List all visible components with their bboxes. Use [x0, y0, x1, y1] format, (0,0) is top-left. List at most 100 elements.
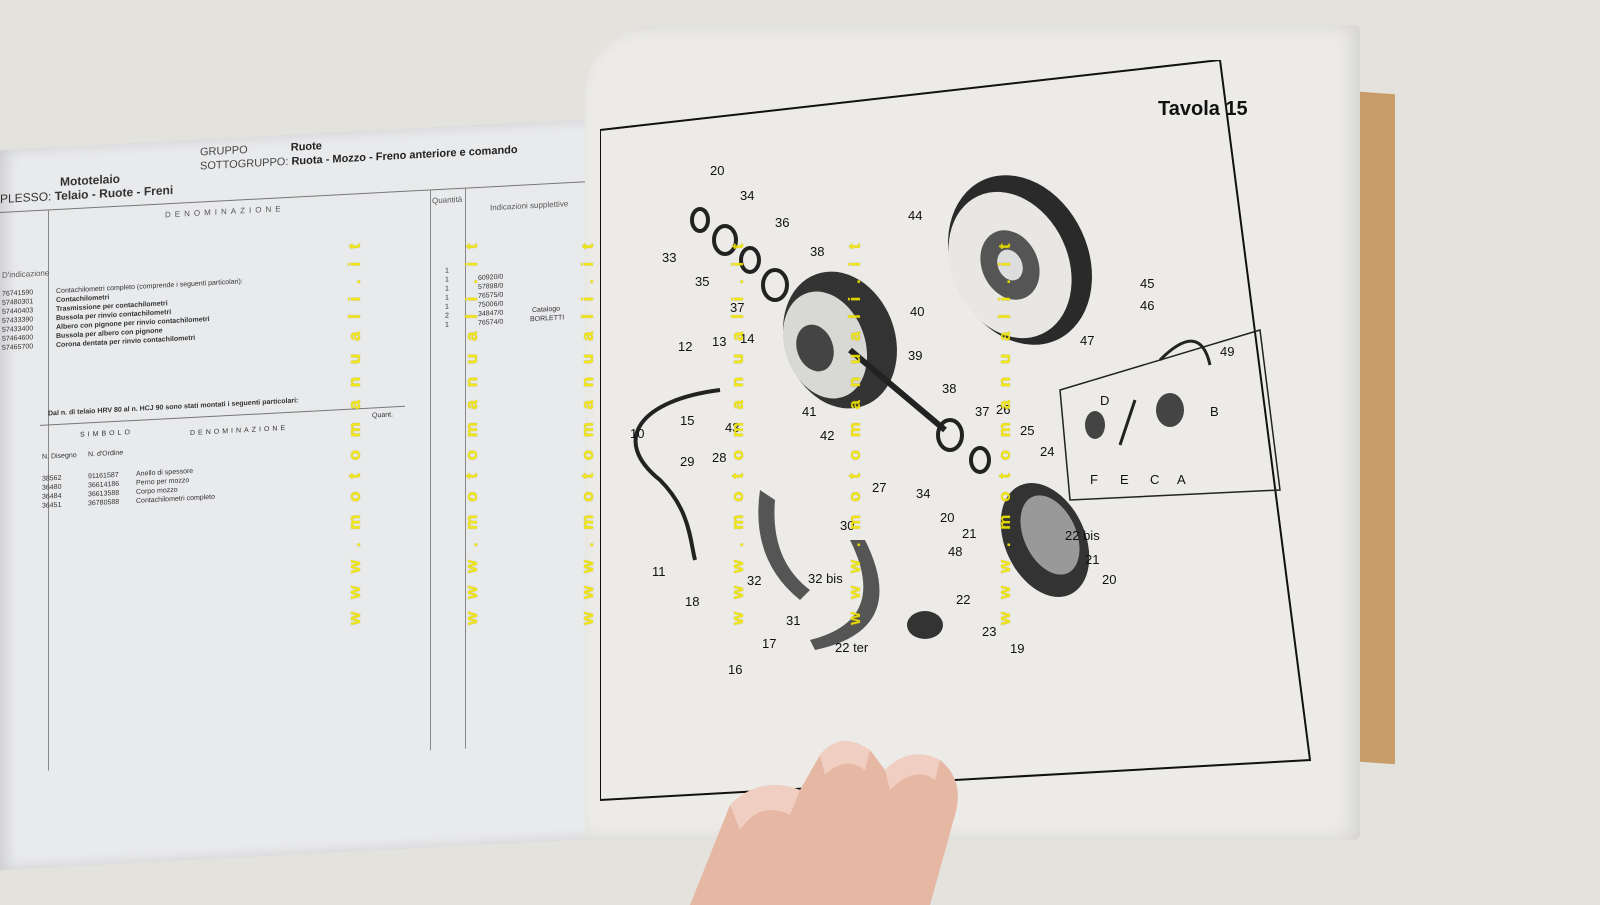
sottogruppo-label: SOTTOGRUPPO:	[200, 155, 289, 173]
part-label: 22 ter	[835, 640, 869, 655]
plate-title: Tavola 15	[1158, 98, 1248, 120]
part-quantity: 1	[445, 294, 449, 302]
sub-col-simbolo: SIMBOLO	[80, 429, 133, 439]
part-description: Contachilometri	[56, 294, 110, 305]
part-quantity: 1	[445, 321, 449, 329]
part-label: 40	[910, 304, 924, 319]
part-label: 34	[916, 486, 930, 501]
watermark: w w w . m o t o m a n u a l i . i t	[995, 239, 1014, 625]
complesso-label: PLESSO:	[0, 189, 52, 206]
part-quantity: 2	[445, 312, 449, 320]
sub-drawing-number: 36451	[42, 501, 62, 510]
part-label: 47	[1080, 333, 1094, 348]
sub-description: Perno per mozzo	[136, 477, 190, 487]
watermark: w w w . m o t o m a n u a l i . i t	[578, 239, 597, 625]
part-quantity: 1	[445, 303, 449, 311]
part-label: 32 bis	[808, 571, 843, 586]
bearings	[690, 207, 991, 474]
part-label: 37	[730, 300, 744, 315]
part-label: 33	[662, 250, 676, 265]
part-label: D	[1100, 393, 1109, 408]
brake-plate	[1000, 483, 1090, 597]
part-label: 26	[996, 402, 1010, 417]
col-quantita: Quantità	[432, 194, 463, 206]
part-label: 14	[740, 331, 754, 346]
watermark: w w w . m o t o m a n u a l i . i t	[345, 239, 364, 625]
part-label: A	[1177, 472, 1186, 487]
part-quantity: 1	[445, 267, 449, 275]
part-label: F	[1090, 472, 1098, 487]
part-label: C	[1150, 472, 1159, 487]
part-label: 16	[728, 662, 742, 677]
part-label: 21	[962, 526, 976, 541]
watermark: w w w . m o t o m a n u a l i . i t	[728, 239, 747, 625]
axle	[848, 347, 947, 433]
hub-drum	[782, 271, 897, 409]
part-label: 13	[712, 334, 726, 349]
right-page-illustration	[585, 25, 1360, 840]
left-page-header: Mototelaio PLESSO: Telaio - Ruote - Fren…	[0, 118, 610, 206]
part-label: 38	[810, 244, 824, 259]
part-quantity: 1	[445, 285, 449, 293]
part-label: 29	[680, 454, 694, 469]
part-label: 28	[712, 450, 726, 465]
brake-shoe-lower	[810, 540, 880, 650]
wheel-rim	[948, 175, 1092, 345]
brake-shoe-upper	[758, 490, 810, 600]
col-indicazione: D'indicazione	[2, 268, 50, 280]
part-code: 57433400	[2, 325, 34, 334]
catalog-note: Catalogo	[532, 305, 561, 315]
part-label: 42	[820, 428, 834, 443]
part-label: 36	[775, 215, 789, 230]
part-label: 32	[747, 573, 761, 588]
sub-description: Corpo mozzo	[136, 486, 178, 496]
sub-drawing-number: 36480	[42, 483, 62, 492]
sub-order-number: 91161587	[88, 471, 119, 481]
part-label: 22 bis	[1065, 528, 1100, 543]
sub-order-number: 36613588	[88, 489, 120, 499]
part-label: 17	[762, 636, 776, 651]
brake-cable	[633, 388, 721, 561]
hand	[690, 741, 958, 905]
part-label: 23	[982, 624, 996, 639]
left-page-parts-list: Mototelaio PLESSO: Telaio - Ruote - Fren…	[0, 118, 610, 871]
watermark: w w w . m o t o m a n u a l i . i t	[845, 239, 864, 625]
sub-description: Contachilometri completo	[136, 493, 215, 505]
part-code: 57440403	[2, 307, 34, 316]
part-code: 57465700	[2, 343, 34, 352]
inset-box	[1059, 329, 1281, 501]
plate-border	[600, 60, 1312, 802]
part-code: 57480301	[2, 298, 34, 307]
inset-parts	[1085, 339, 1212, 446]
spacer-22ter	[907, 611, 943, 639]
part-label: 27	[872, 480, 886, 495]
col-indicazioni: Indicazioni supplettive	[490, 199, 569, 213]
part-label: 49	[1220, 344, 1234, 359]
sub-col-quant: Quant.	[372, 411, 394, 420]
part-label: 44	[908, 208, 922, 223]
col-denominazione: DENOMINAZIONE	[165, 204, 285, 220]
part-label: 48	[948, 544, 962, 559]
part-label: 43	[725, 420, 739, 435]
sub-order-number: 36614186	[88, 480, 120, 490]
part-label: 21	[1085, 552, 1099, 567]
part-code: 57464600	[2, 334, 34, 343]
sub-order-number: 36780588	[88, 498, 120, 508]
catalog-brand: BORLETTI	[530, 314, 565, 324]
part-label: 30	[840, 518, 854, 533]
sub-col-disegno: N. Disegno	[42, 451, 77, 461]
watermark: w w w . m o t o m a n u a l i . i t	[462, 239, 481, 625]
part-label: 20	[1102, 572, 1116, 587]
part-label: 31	[786, 613, 800, 628]
gruppo-block: GRUPPO Ruote SOTTOGRUPPO: Ruota - Mozzo …	[200, 129, 518, 174]
part-label: 11	[652, 564, 666, 579]
sub-col-ordine: N. d'Ordine	[88, 449, 124, 459]
complesso-block: Mototelaio PLESSO: Telaio - Ruote - Fren…	[0, 169, 173, 206]
sub-drawing-number: 38562	[42, 474, 62, 483]
part-label: 25	[1020, 423, 1034, 438]
part-label: 46	[1140, 298, 1154, 313]
part-label: 20	[940, 510, 954, 525]
